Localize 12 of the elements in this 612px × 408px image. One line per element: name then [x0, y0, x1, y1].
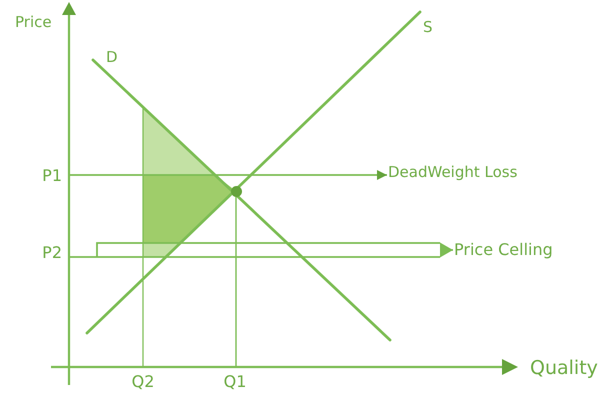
curve-label: S — [423, 18, 433, 36]
block-arrow — [69, 242, 454, 258]
tick-label: Q1 — [224, 372, 246, 392]
tick-label: Q2 — [132, 372, 154, 392]
axis-title: Price — [15, 13, 52, 31]
callout-label: Price Celling — [454, 240, 553, 260]
arrow — [70, 170, 387, 180]
tick-label: P2 — [42, 243, 62, 263]
tick-label: P1 — [42, 166, 62, 186]
axis-title: Quality — [530, 356, 598, 380]
callout-label: DeadWeight Loss — [388, 163, 518, 181]
curve-label: D — [106, 48, 118, 66]
